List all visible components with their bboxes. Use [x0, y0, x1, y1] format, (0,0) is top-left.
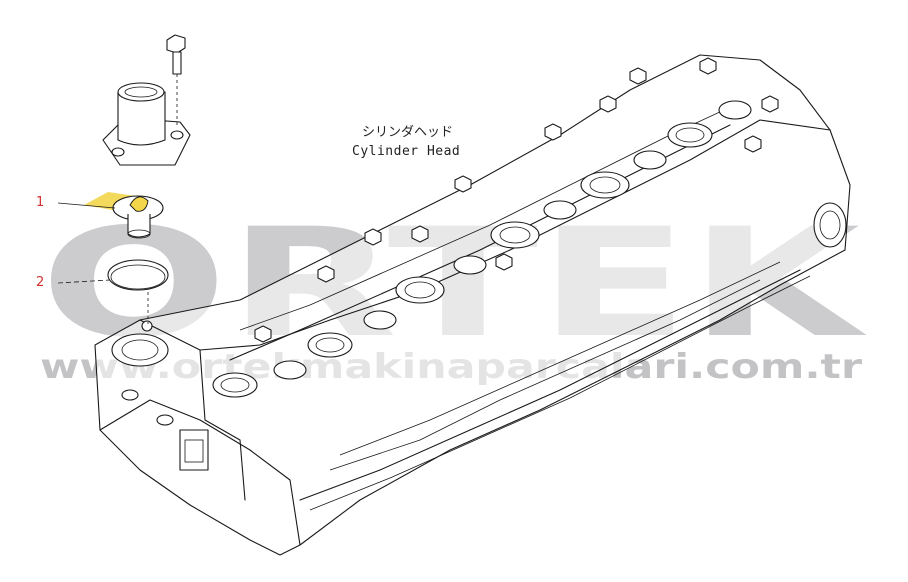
end-port	[813, 202, 847, 248]
part-name-japanese: シリンダヘッド	[362, 125, 453, 140]
housing-bolt	[166, 34, 186, 128]
callout-2[interactable]: 2	[36, 275, 111, 290]
head-bolts	[254, 57, 779, 343]
callout-number: 1	[36, 195, 44, 210]
thermostat	[84, 192, 164, 239]
gasket-ring	[107, 259, 169, 324]
part-name-english: Cylinder Head	[352, 144, 460, 159]
thermostat-housing	[102, 82, 191, 166]
thermostat-seat	[111, 333, 169, 367]
port-openings	[212, 100, 752, 398]
callout-1[interactable]: 1	[36, 195, 116, 210]
head-outline	[94, 54, 851, 556]
callout-number: 2	[36, 275, 44, 290]
cylinder-head	[94, 54, 851, 556]
